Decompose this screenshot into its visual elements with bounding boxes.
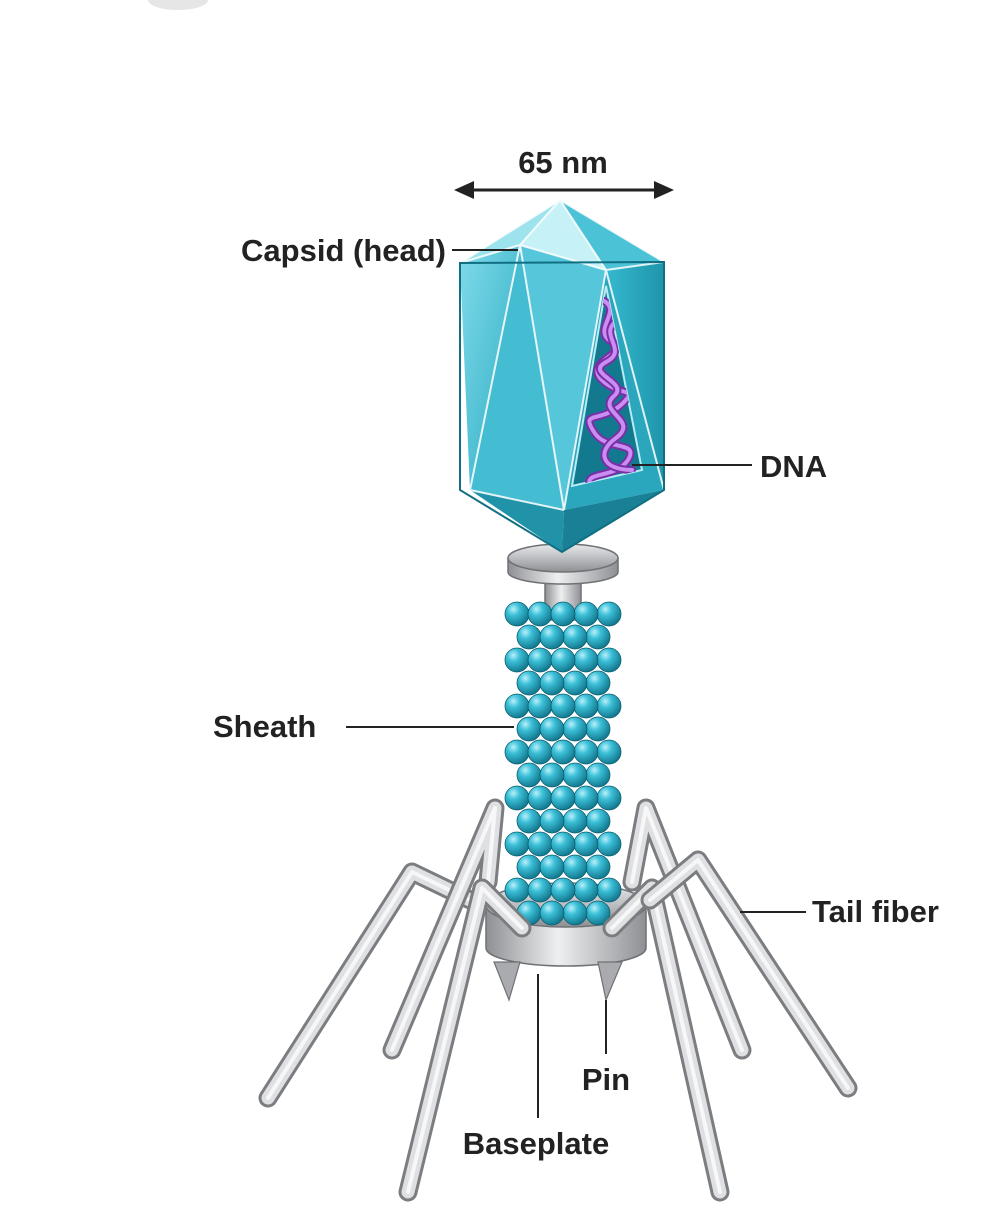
dna-label: DNA	[760, 449, 827, 484]
sheath-bead	[539, 808, 565, 834]
leader-lines	[346, 249, 806, 1118]
sheath-bead	[562, 854, 588, 880]
sheath-bead	[504, 785, 530, 811]
tail-fiber-label: Tail fiber	[812, 894, 939, 929]
sheath-bead	[550, 831, 576, 857]
sheath-bead	[562, 808, 588, 834]
pin-right	[597, 961, 623, 1003]
capsid	[459, 198, 665, 554]
capsid-label: Capsid (head)	[241, 233, 446, 268]
sheath-bead	[516, 762, 542, 788]
sheath-bead	[527, 693, 553, 719]
pin-label: Pin	[582, 1062, 630, 1097]
sheath-bead	[562, 900, 588, 926]
sheath-bead	[573, 601, 599, 627]
sheath-bead	[539, 716, 565, 742]
sheath-bead	[596, 739, 622, 765]
sheath-bead	[516, 670, 542, 696]
sheath-bead	[585, 854, 611, 880]
sheath-bead	[573, 877, 599, 903]
sheath-bead	[550, 739, 576, 765]
sheath-bead	[504, 647, 530, 673]
sheath-bead	[527, 647, 553, 673]
sheath-bead	[585, 808, 611, 834]
sheath-bead	[573, 647, 599, 673]
sheath-bead	[539, 762, 565, 788]
sheath-bead	[550, 601, 576, 627]
baseplate-label: Baseplate	[463, 1126, 609, 1161]
sheath-bead	[596, 831, 622, 857]
sheath-bead	[516, 854, 542, 880]
sheath-bead	[539, 854, 565, 880]
sheath-bead	[504, 877, 530, 903]
pin-left	[493, 961, 521, 1002]
sheath-bead	[504, 739, 530, 765]
sheath-bead	[573, 739, 599, 765]
sheath-bead	[596, 647, 622, 673]
sheath-bead	[527, 831, 553, 857]
sheath-bead	[539, 670, 565, 696]
sheath-bead	[550, 693, 576, 719]
sheath-bead	[504, 831, 530, 857]
sheath-bead	[527, 601, 553, 627]
sheath-bead	[527, 739, 553, 765]
sheath-bead	[596, 601, 622, 627]
sheath-bead	[573, 785, 599, 811]
sheath-bead	[562, 670, 588, 696]
sheath-bead	[504, 601, 530, 627]
tail-fibers-back	[258, 798, 752, 1108]
dna	[585, 296, 636, 486]
sheath-bead	[516, 808, 542, 834]
dimension-arrow	[454, 181, 674, 199]
sheath-label: Sheath	[213, 709, 316, 744]
sheath-bead	[573, 831, 599, 857]
sheath-bead	[516, 716, 542, 742]
sheath-bead	[596, 693, 622, 719]
sheath-bead	[596, 877, 622, 903]
sheath-bead	[585, 670, 611, 696]
sheath	[504, 601, 622, 926]
sheath-bead	[562, 762, 588, 788]
sheath-bead	[550, 785, 576, 811]
sheath-bead	[539, 900, 565, 926]
dimension-label: 65 nm	[518, 145, 608, 180]
sheath-bead	[550, 647, 576, 673]
sheath-bead	[585, 762, 611, 788]
sheath-bead	[596, 785, 622, 811]
sheath-bead	[562, 624, 588, 650]
sheath-bead	[573, 693, 599, 719]
sheath-bead	[527, 785, 553, 811]
sheath-bead	[516, 624, 542, 650]
sheath-bead	[550, 877, 576, 903]
corner-artifact	[148, 0, 208, 10]
tail-fibers-front	[398, 850, 858, 1202]
sheath-bead	[504, 693, 530, 719]
sheath-bead	[585, 716, 611, 742]
sheath-bead	[585, 624, 611, 650]
sheath-bead	[527, 877, 553, 903]
sheath-bead	[562, 716, 588, 742]
sheath-bead	[539, 624, 565, 650]
